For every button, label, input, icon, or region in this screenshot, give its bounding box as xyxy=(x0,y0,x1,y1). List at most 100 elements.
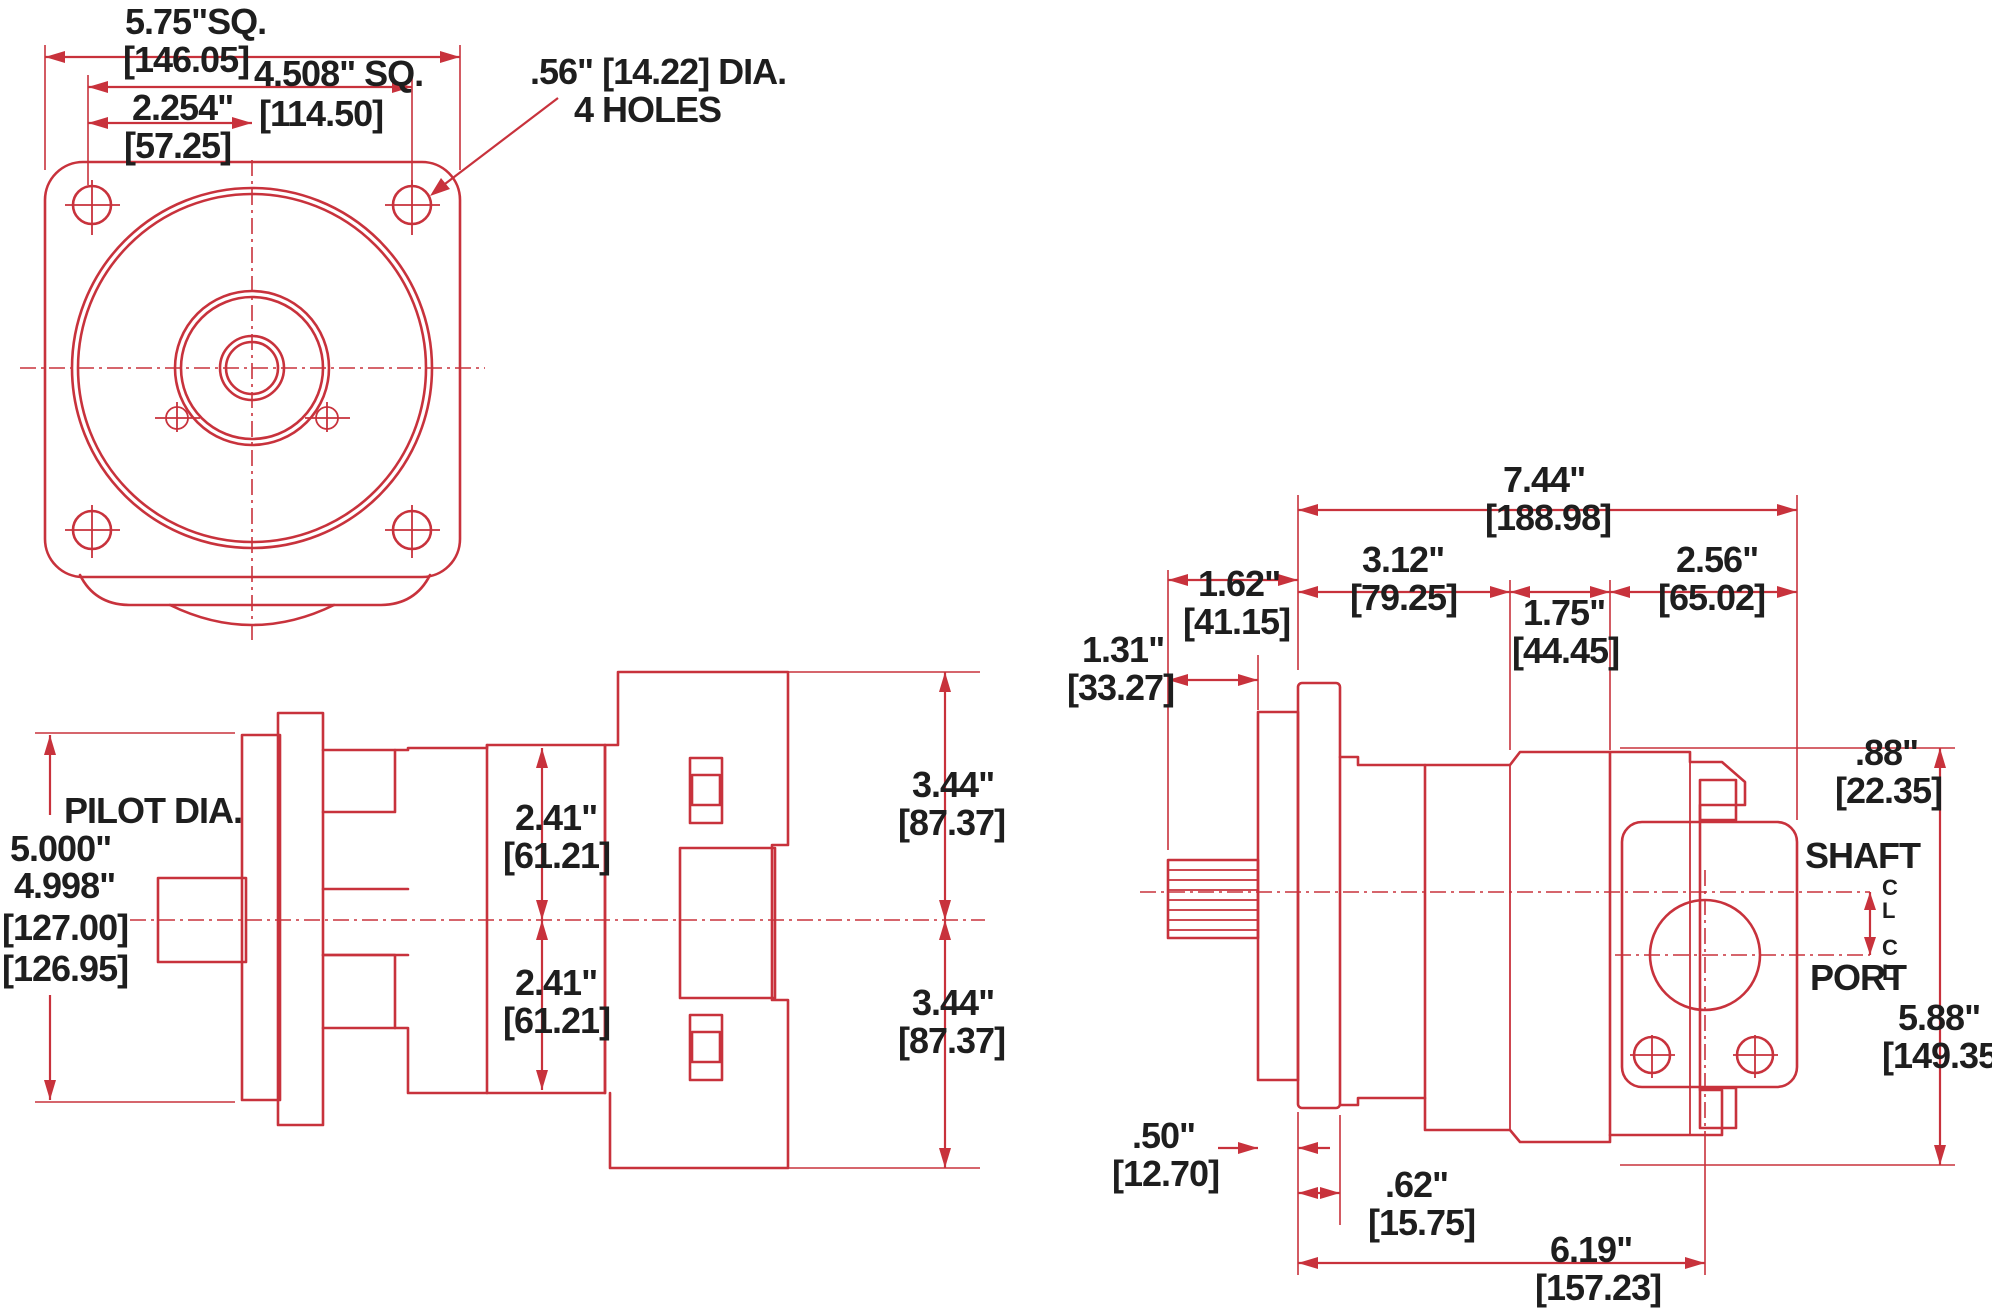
mounting-flange xyxy=(276,711,325,1127)
pilot-dia-label: PILOT DIA. xyxy=(64,790,242,831)
arrowhead xyxy=(1934,748,1946,768)
dim-256-label-1: 2.56" xyxy=(1676,539,1758,580)
arrowhead xyxy=(1864,937,1876,955)
arrowhead xyxy=(1934,1145,1946,1165)
dim-088-label-2: [22.35] xyxy=(1835,770,1942,811)
arrowhead xyxy=(939,920,951,940)
pilot-dia-max-mm: [127.00] xyxy=(2,907,128,948)
arrowhead xyxy=(1320,1187,1340,1199)
arrowhead xyxy=(536,748,548,768)
upper-boss xyxy=(321,748,397,814)
upper-half-label-1: 2.41" xyxy=(515,797,597,838)
port-bolt-crosshairs xyxy=(1630,1035,1778,1078)
mounting-flange-disc xyxy=(1296,681,1342,1110)
dim-619-label-2: [157.23] xyxy=(1535,1267,1661,1308)
upper-right-label-2: [87.37] xyxy=(898,802,1005,843)
pilot-ring xyxy=(240,733,282,1102)
arrowhead xyxy=(1168,574,1188,586)
dim-height-label-1: 5.88" xyxy=(1898,997,1980,1038)
arrowhead xyxy=(939,900,951,920)
dim-175-label-2: [44.45] xyxy=(1512,630,1619,671)
arrowhead xyxy=(1298,504,1318,516)
lower-right-label-2: [87.37] xyxy=(898,1020,1005,1061)
dim-bolt-sq-label-1: 4.508" SQ. xyxy=(254,53,423,94)
arrowhead xyxy=(45,51,65,63)
shaft-cl-c: C xyxy=(1882,875,1898,900)
arrowhead xyxy=(1298,1187,1318,1199)
dim-050-label-2: [12.70] xyxy=(1112,1153,1219,1194)
holes-label-2: 4 HOLES xyxy=(574,89,721,130)
arrowhead xyxy=(44,1080,56,1100)
dim-312-label-2: [79.25] xyxy=(1350,577,1457,618)
front-housing xyxy=(1338,755,1427,1107)
dim-overall-sq-label-2: [146.05] xyxy=(123,39,249,80)
lower-half-label-2: [61.21] xyxy=(503,1000,610,1041)
shaft-label: SHAFT xyxy=(1805,835,1921,876)
arrowhead xyxy=(1777,586,1797,598)
lower-half-label-1: 2.41" xyxy=(515,962,597,1003)
dim-088-label-1: .88" xyxy=(1855,732,1918,773)
shaft-cl-l: L xyxy=(1882,898,1895,923)
lower-bolt-head xyxy=(690,1030,722,1064)
dim-162-label-1: 1.62" xyxy=(1198,563,1280,604)
arrowhead xyxy=(536,920,548,940)
dim-overall-label-2: [188.98] xyxy=(1485,497,1611,538)
dim-overall-label-1: 7.44" xyxy=(1503,459,1585,500)
dim-256-label-2: [65.02] xyxy=(1658,577,1765,618)
dim-062-label-2: [15.75] xyxy=(1368,1202,1475,1243)
dim-half-bolt-label-2: [57.25] xyxy=(124,125,231,166)
upper-bolt-head xyxy=(688,756,724,825)
arrowhead xyxy=(392,81,412,93)
front-view: 5.75"SQ. [146.05] 4.508" SQ. [114.50] 2.… xyxy=(20,1,787,640)
main-housing xyxy=(393,743,607,1095)
port-boss xyxy=(678,846,777,1000)
holes-label-1: .56" [14.22] DIA. xyxy=(530,51,786,92)
dim-131-label-1: 1.31" xyxy=(1082,629,1164,670)
housing-upper-cap xyxy=(603,670,790,1170)
arrowhead xyxy=(939,1148,951,1168)
pilot-disc xyxy=(1256,710,1300,1082)
arrowhead xyxy=(536,1070,548,1090)
port-mark-lines xyxy=(155,402,350,432)
lower-boss xyxy=(321,953,397,1030)
pilot-dia-max: 5.000" xyxy=(10,828,111,869)
arrowhead xyxy=(1490,586,1510,598)
right-view: 7.44" [188.98] 1.62" [41.15] 3.12" [79.2… xyxy=(1067,459,1992,1308)
arrowhead xyxy=(1168,674,1188,686)
flange-bottom-lug xyxy=(78,573,432,607)
arrowhead xyxy=(1510,586,1530,598)
port-label: PORT xyxy=(1810,957,1907,998)
middle-housing xyxy=(1423,750,1612,1144)
dim-height-label-2: [149.35] xyxy=(1882,1035,1992,1076)
arrowhead xyxy=(1278,574,1298,586)
dim-overall-sq-label-1: 5.75"SQ. xyxy=(125,1,266,42)
arrowhead xyxy=(1298,586,1318,598)
port-cl-l: L xyxy=(1882,960,1895,985)
arrowhead xyxy=(1685,1257,1705,1269)
lower-bolt-head xyxy=(688,1013,724,1082)
arrowhead xyxy=(1238,674,1258,686)
dim-050-label-1: .50" xyxy=(1132,1115,1195,1156)
dim-312-label-1: 3.12" xyxy=(1362,539,1444,580)
arrowhead xyxy=(1298,1142,1318,1154)
arrowhead xyxy=(1777,504,1797,516)
arrowhead xyxy=(536,900,548,920)
arrowhead xyxy=(88,117,108,129)
arrowhead xyxy=(440,51,460,63)
dim-half-bolt-label-1: 2.254" xyxy=(132,87,233,128)
arrowhead xyxy=(44,735,56,755)
holes-leader-line xyxy=(436,97,559,191)
dim-175-label-1: 1.75" xyxy=(1523,592,1605,633)
spline-teeth xyxy=(1168,869,1258,931)
housing-step xyxy=(1509,762,1691,1135)
pilot-dia-min: 4.998" xyxy=(14,865,115,906)
hole-crosshairs xyxy=(65,180,440,558)
pilot-dia-min-mm: [126.95] xyxy=(2,948,128,989)
dim-131-label-2: [33.27] xyxy=(1067,667,1174,708)
arrowhead xyxy=(1298,1257,1318,1269)
arrowhead xyxy=(1590,586,1610,598)
arrowhead xyxy=(939,672,951,692)
spline-shaft xyxy=(1166,858,1260,940)
dim-bolt-sq-label-2: [114.50] xyxy=(259,93,383,134)
port-cl-c: C xyxy=(1882,935,1898,960)
